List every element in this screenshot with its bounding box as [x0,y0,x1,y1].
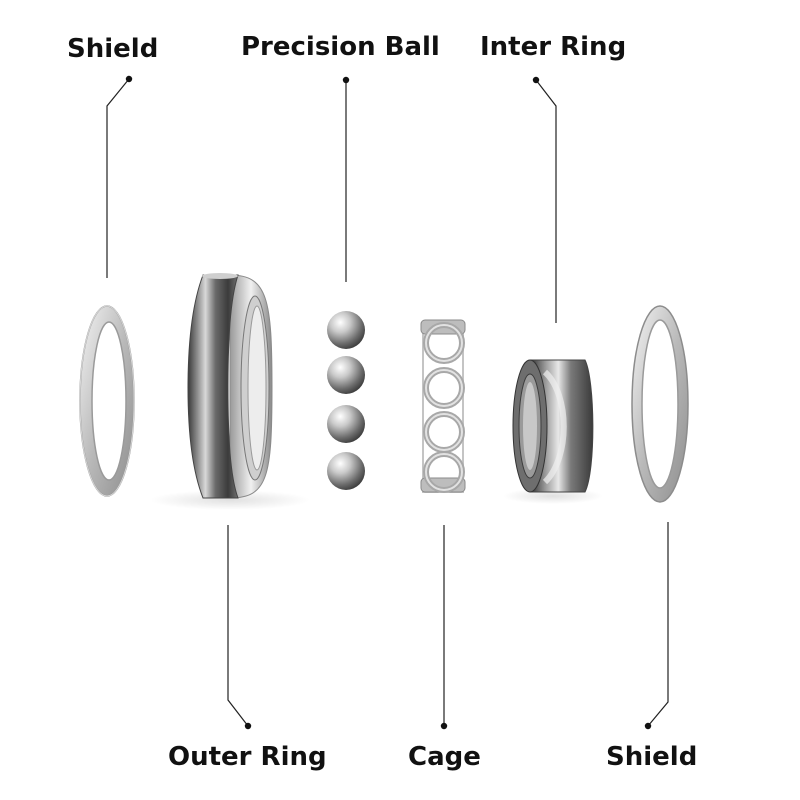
shield-left-part [79,305,135,497]
leader-shield-right [647,522,669,727]
leader-dots [125,75,652,730]
shield-right-part [631,305,689,503]
cage-part [420,319,466,493]
outer-ring-shadow [150,490,310,510]
precision-balls-part [327,311,365,490]
leader-lines [106,78,669,727]
label-cage: Cage [408,742,481,772]
leader-inner-ring [535,79,557,323]
label-inner-ring: Inter Ring [480,32,627,62]
inner-ring-part [512,359,594,493]
label-shield-left: Shield [67,34,159,64]
label-precision-ball: Precision Ball [241,32,440,62]
outer-ring-part [187,273,273,499]
leader-outer-ring [227,525,249,727]
label-shield-right: Shield [606,742,698,772]
leader-shield-left [106,78,130,278]
label-outer-ring: Outer Ring [168,742,327,772]
